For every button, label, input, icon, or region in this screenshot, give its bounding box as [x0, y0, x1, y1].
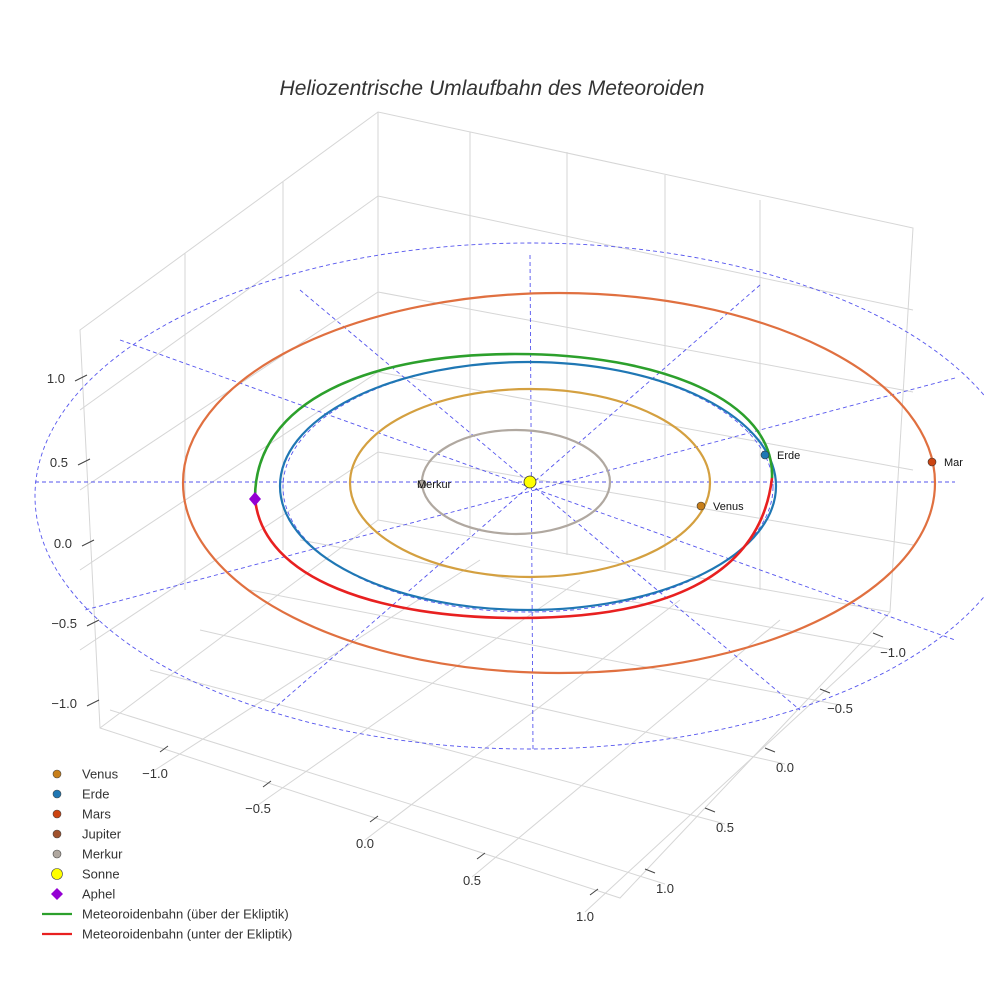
planet-label-erde: Erde [777, 450, 800, 462]
x-tick [589, 888, 599, 896]
y-tick-label: −0.5 [827, 701, 853, 716]
orbit-erde [278, 360, 778, 612]
x-tick-label: 1.0 [576, 909, 594, 924]
x-tick-label: 0.5 [463, 873, 481, 888]
z-tick [81, 539, 95, 547]
z-tick-label: −1.0 [51, 696, 77, 711]
legend-label: Sonne [82, 867, 120, 882]
z-tick [86, 699, 100, 707]
ecliptic-reference-lines [34, 242, 984, 751]
planet-mars[interactable] [927, 457, 937, 467]
legend-item[interactable]: Venus [52, 767, 119, 782]
legend-item[interactable]: Erde [52, 787, 109, 802]
x-tick [476, 852, 486, 860]
legend-label: Aphel [82, 887, 115, 902]
legend-circle-icon [52, 769, 62, 779]
legend-item[interactable]: Sonne [51, 867, 120, 882]
z-tick [77, 458, 91, 466]
legend-circle-icon [51, 868, 63, 880]
legend-label: Jupiter [82, 827, 122, 842]
legend-item[interactable]: Meteoroidenbahn (über der Ekliptik) [42, 907, 289, 922]
legend-label: Meteoroidenbahn (über der Ekliptik) [82, 907, 289, 922]
planet-merkur[interactable] [417, 479, 427, 489]
y-tick-label: 0.0 [776, 760, 794, 775]
x-tick-label: 0.0 [356, 836, 374, 851]
sun-marker[interactable] [523, 475, 537, 489]
z-tick-label: 0.0 [54, 536, 72, 551]
x-tick [262, 780, 272, 788]
x-tick [159, 745, 169, 753]
y-tick-label: −1.0 [880, 645, 906, 660]
legend-circle-icon [52, 809, 62, 819]
z-tick [74, 374, 88, 382]
y-tick [872, 632, 884, 638]
meteoroid-orbit-below [253, 477, 774, 620]
x-tick [369, 815, 379, 823]
planet-label-venus: Venus [713, 501, 744, 513]
legend-item[interactable]: Merkur [52, 847, 123, 862]
legend-label: Meteoroidenbahn (unter der Ekliptik) [82, 927, 292, 942]
y-tick [819, 688, 831, 694]
legend-circle-icon [52, 849, 62, 859]
x-tick-label: −0.5 [245, 801, 271, 816]
legend-item[interactable]: Jupiter [52, 827, 122, 842]
orbit-venus [348, 387, 712, 579]
legend-diamond-icon [51, 888, 63, 900]
z-tick-label: 0.5 [50, 455, 68, 470]
legend-label: Mars [82, 807, 111, 822]
y-tick-label: 0.5 [716, 820, 734, 835]
orbit-mars [181, 291, 937, 675]
legend-item[interactable]: Aphel [51, 887, 115, 902]
legend-item[interactable]: Meteoroidenbahn (unter der Ekliptik) [42, 927, 292, 942]
axis-grid [79, 111, 914, 913]
meteoroid-orbit-above [253, 352, 774, 499]
z-tick-label: 1.0 [47, 371, 65, 386]
legend-item[interactable]: Mars [52, 807, 111, 822]
planet-label-mars: Mar [944, 457, 963, 469]
y-tick-label: 1.0 [656, 881, 674, 896]
aphel-marker[interactable] [249, 492, 261, 506]
legend-label: Merkur [82, 847, 123, 862]
y-tick [644, 868, 656, 874]
legend-label: Venus [82, 767, 119, 782]
legend-circle-icon [52, 829, 62, 839]
planet-erde[interactable] [760, 450, 770, 460]
chart-title: Heliozentrische Umlaufbahn des Meteoroid… [280, 77, 705, 100]
y-tick [704, 807, 716, 813]
legend-label: Erde [82, 787, 109, 802]
x-tick-label: −1.0 [142, 766, 168, 781]
z-tick [86, 619, 100, 627]
legend-circle-icon [52, 789, 62, 799]
z-tick-label: −0.5 [51, 616, 77, 631]
y-tick [764, 747, 776, 753]
planet-label-merkur: Merkur [417, 479, 452, 491]
planet-venus[interactable] [696, 501, 706, 511]
